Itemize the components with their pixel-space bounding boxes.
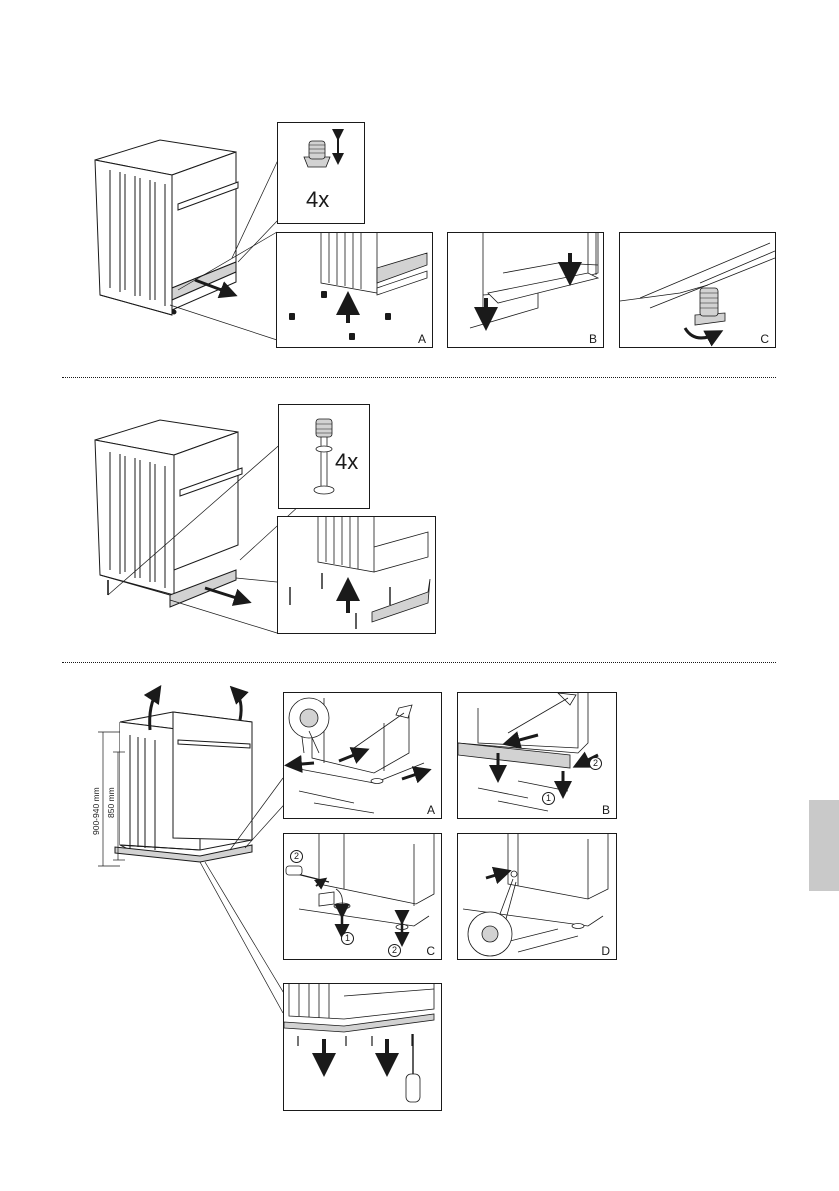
panel-letter: A (418, 333, 426, 345)
cooker-illustration-3 (115, 712, 252, 862)
step-number: 2 (589, 757, 602, 770)
leg-inset-panel-2: 4x (278, 404, 370, 509)
panel-letter: C (426, 945, 435, 957)
step-panel-c-3: 2 1 2 C (283, 833, 442, 960)
screw-foot-icon (304, 141, 330, 167)
step-panel-d-3: D (457, 833, 617, 960)
rotate-foot-arrow (685, 328, 718, 338)
step-number: 1 (341, 932, 354, 945)
insert-arrow (486, 872, 506, 878)
step-number: 2 (388, 944, 401, 957)
foot-inset-panel-1: 4x (277, 122, 365, 224)
panel-letter: A (427, 804, 435, 816)
step-panel-2 (277, 516, 436, 634)
slide-out-arrow (402, 771, 426, 779)
dimension-inner-label: 850 mm (106, 787, 116, 818)
side-tab-marker (809, 800, 839, 891)
cooker-illustration-2 (95, 420, 242, 607)
tilt-arrow-right (234, 690, 241, 720)
unscrew-arrow (508, 735, 538, 743)
step-panel-a-3: A (283, 692, 442, 819)
slide-left-arrow (290, 763, 314, 765)
section-separator-1 (62, 377, 776, 378)
step-panel-b-3: 2 1 B (457, 692, 617, 819)
quantity-label: 4x (306, 189, 329, 211)
section-separator-2 (62, 662, 776, 663)
feet-icons (289, 291, 391, 340)
slide-right-arrow (339, 751, 364, 761)
panel-letter: B (589, 333, 597, 345)
step-panel-c-1: C (619, 232, 776, 348)
screws-icons (298, 1034, 412, 1046)
pull-plinth-arrow (205, 588, 246, 601)
step-number: 2 (290, 850, 303, 863)
panel-letter: D (601, 945, 610, 957)
long-leg-icon (314, 419, 334, 494)
step-panel-a-1: A (276, 232, 433, 348)
dimension-outer-label: 900-940 mm (91, 787, 101, 835)
panel-letter: C (760, 333, 769, 345)
step-number: 1 (542, 792, 555, 805)
quantity-label: 4x (335, 451, 358, 473)
step-panel-base-3 (283, 983, 442, 1111)
panel-letter: B (602, 804, 610, 816)
step-panel-b-1: B (447, 232, 604, 348)
